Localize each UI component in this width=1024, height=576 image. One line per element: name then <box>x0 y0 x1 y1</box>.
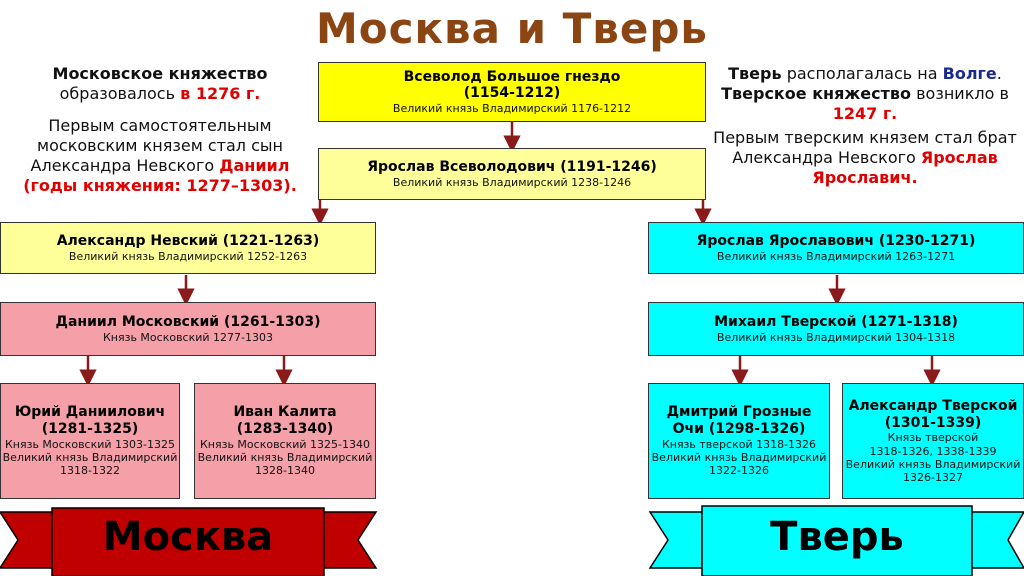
right-note-dot: . <box>996 64 1002 83</box>
box-years: (1154-1212) <box>463 85 561 102</box>
left-note-text: образовалось <box>59 84 181 103</box>
box-yaroslav-vsevolodovich: Ярослав Всеволодович (1191-1246) Великий… <box>318 148 706 200</box>
box-name: Всеволод Большое гнездо <box>403 68 621 85</box>
box-alexander-nevsky: Александр Невский (1221-1263) Великий кн… <box>0 222 376 274</box>
moscow-label: Москва <box>102 514 274 560</box>
box-name: Ярослав Ярославович (1230-1271) <box>696 233 976 249</box>
box-title: 1322-1326 <box>709 464 769 478</box>
box-name: Даниил Московский (1261-1303) <box>55 314 321 330</box>
box-title: Великий князь Владимирский <box>197 451 373 465</box>
box-years: (1283-1340) <box>236 421 334 438</box>
left-note: Московское княжество образовалось в 1276… <box>20 64 300 196</box>
left-note-daniil: Даниил <box>219 156 290 175</box>
right-note-tver: Тверь <box>728 64 782 83</box>
left-note-year: в 1276 г. <box>180 84 261 103</box>
right-note-p2-line1: Первым тверским князем стал брат <box>713 128 1017 147</box>
box-title: Князь Московский 1303-1325 <box>4 438 176 452</box>
box-mikhail: Михаил Тверской (1271-1318) Великий княз… <box>648 302 1024 356</box>
box-title: Князь Московский 1325-1340 <box>199 438 371 452</box>
right-note-yaroslavich: Ярославич. <box>812 168 918 187</box>
tver-label: Тверь <box>770 514 904 560</box>
box-title: Великий князь Владимирский <box>845 457 1021 471</box>
left-note-heading: Московское княжество <box>52 64 268 83</box>
box-title: Великий князь Владимирский 1304-1318 <box>716 330 956 344</box>
right-note-line2: Тверское княжество возникло в <box>706 84 1024 104</box>
box-vsevolod: Всеволод Большое гнездо (1154-1212) Вели… <box>318 62 706 122</box>
box-title: 1328-1340 <box>255 464 315 478</box>
box-title: Князь тверской <box>887 431 979 445</box>
box-years: (1281-1325) <box>41 421 139 438</box>
box-name: Дмитрий Грозные <box>666 404 812 421</box>
box-years: Очи (1298-1326) <box>672 421 806 438</box>
page-title: Москва и Тверь <box>316 4 708 53</box>
box-title: Князь Московский 1277-1303 <box>102 330 274 344</box>
box-title: 1318-1326, 1338-1339 <box>869 444 997 458</box>
box-title: Великий князь Владимирский 1238-1246 <box>392 175 632 189</box>
right-note-text: располагалась на <box>781 64 943 83</box>
box-title: Великий князь Владимирский <box>651 451 827 465</box>
box-title: 1326-1327 <box>903 470 963 484</box>
left-note-p2-line2: московским князем стал сын <box>37 136 283 155</box>
box-title: Великий князь Владимирский 1263-1271 <box>716 249 956 263</box>
box-ivan-kalita: Иван Калита (1283-1340) Князь Московский… <box>194 383 376 499</box>
box-title: 1318-1322 <box>60 464 120 478</box>
box-name: Юрий Даниилович <box>14 404 166 421</box>
box-dmitry: Дмитрий Грозные Очи (1298-1326) Князь тв… <box>648 383 830 499</box>
box-title: Великий князь Владимирский <box>2 451 178 465</box>
box-title: Князь тверской 1318-1326 <box>661 438 817 452</box>
right-note: Тверь располагалась на Волге. Тверское к… <box>706 64 1024 188</box>
box-name: Ярослав Всеволодович (1191-1246) <box>367 159 657 175</box>
box-daniil: Даниил Московский (1261-1303) Князь Моск… <box>0 302 376 356</box>
right-note-year: 1247 г. <box>832 104 898 123</box>
right-note-line1: Тверь располагалась на Волге. <box>706 64 1024 84</box>
box-yuri: Юрий Даниилович (1281-1325) Князь Москов… <box>0 383 180 499</box>
box-name: Михаил Тверской (1271-1318) <box>714 314 958 330</box>
left-note-reign: (годы княжения: 1277–1303). <box>23 176 297 195</box>
right-note-volga: Волге <box>942 64 997 83</box>
box-name: Александр Невский (1221-1263) <box>56 233 320 249</box>
left-note-p2-line3: Александра Невского Даниил <box>20 156 300 176</box>
left-note-line2: образовалось в 1276 г. <box>20 84 300 104</box>
box-alexander-tverskoy: Александр Тверской (1301-1339) Князь тве… <box>842 383 1024 499</box>
right-note-text2: возникло в <box>911 84 1009 103</box>
left-note-p2-line1: Первым самостоятельным <box>48 116 272 135</box>
right-note-yaroslav: Ярослав <box>920 148 998 167</box>
right-note-p2-line2: Александра Невского Ярослав <box>706 148 1024 168</box>
box-title: Великий князь Владимирский 1176-1212 <box>392 102 632 116</box>
tver-ribbon <box>648 505 1024 576</box>
right-note-p2-text: Александра Невского <box>732 148 921 167</box>
box-name: Александр Тверской <box>848 397 1018 414</box>
box-years: (1301-1339) <box>884 414 982 431</box>
moscow-ribbon <box>0 507 378 576</box>
box-name: Иван Калита <box>233 404 337 421</box>
left-note-p2-text: Александра Невского <box>30 156 220 175</box>
box-title: Великий князь Владимирский 1252-1263 <box>68 249 308 263</box>
right-note-principality: Тверское княжество <box>721 84 912 103</box>
box-yaroslav-yaroslavich: Ярослав Ярославович (1230-1271) Великий … <box>648 222 1024 274</box>
connector-arrows <box>79 121 941 387</box>
